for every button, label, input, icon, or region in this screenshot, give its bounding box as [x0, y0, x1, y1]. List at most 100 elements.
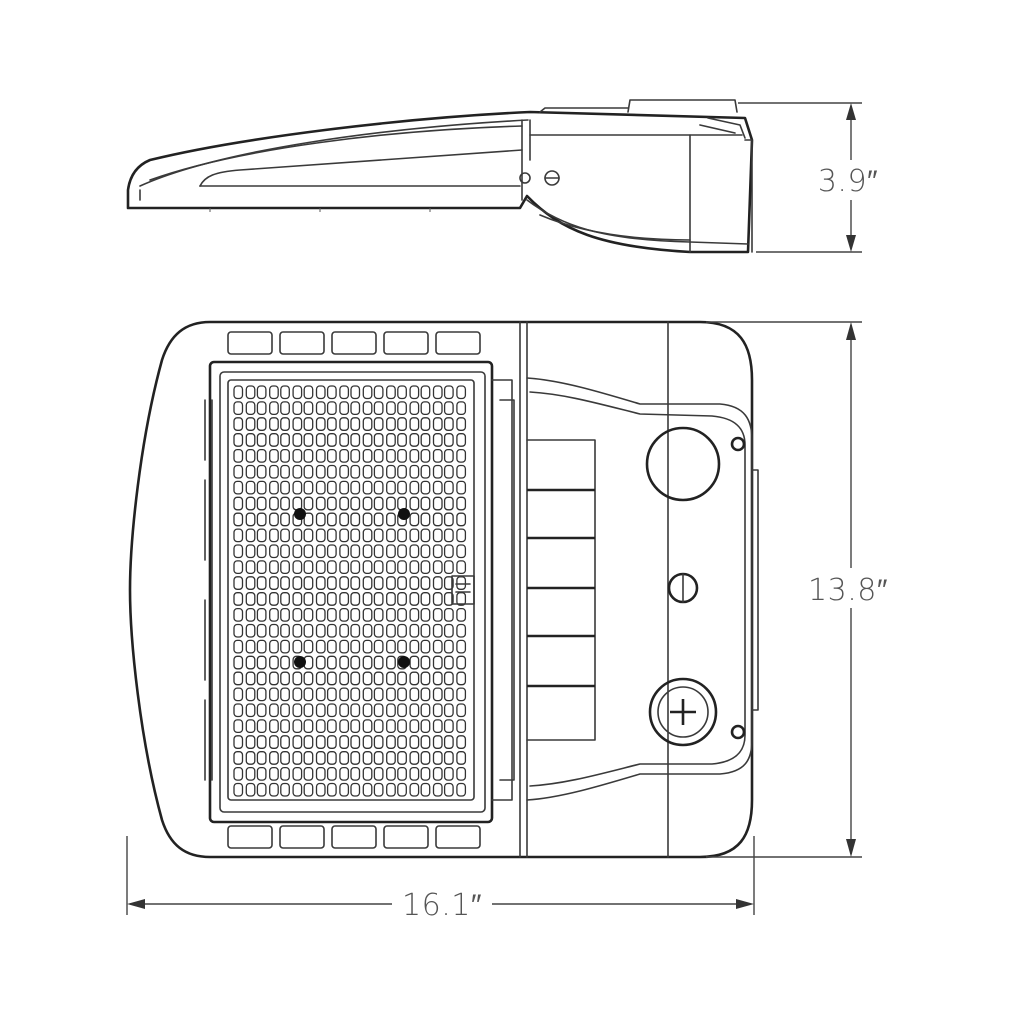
led-lens — [326, 544, 337, 559]
led-lens — [339, 607, 350, 622]
led-lens — [233, 528, 244, 543]
led-lens — [256, 464, 267, 479]
led-lens — [432, 576, 443, 590]
led-lens — [269, 703, 279, 718]
led-lens — [233, 417, 244, 431]
led-lens — [303, 639, 314, 654]
led-lens — [420, 496, 431, 511]
led-lens — [326, 385, 337, 400]
led-lens — [443, 639, 454, 654]
led-lens — [256, 719, 267, 734]
led-lens — [292, 448, 303, 463]
led-lens — [233, 719, 244, 734]
led-lens — [386, 496, 396, 511]
led-lens — [269, 623, 279, 638]
led-lens — [269, 576, 279, 590]
led-lens — [280, 671, 290, 686]
led-lens — [386, 703, 396, 718]
led-lens — [456, 512, 467, 527]
led-lens — [397, 623, 407, 638]
led-lens — [409, 528, 420, 543]
led-lens — [409, 592, 420, 606]
led-lens — [432, 544, 443, 559]
led-lens — [432, 639, 443, 654]
led-lens — [245, 433, 256, 447]
led-lens — [280, 735, 290, 749]
led-lens — [303, 417, 314, 431]
led-lens — [373, 671, 384, 686]
led-lens — [315, 766, 326, 781]
led-lens — [233, 496, 244, 511]
led-lens — [280, 687, 290, 702]
vent-slot — [435, 825, 481, 849]
led-lens — [420, 607, 431, 622]
led-lens — [443, 735, 454, 749]
led-lens — [269, 544, 279, 559]
led-lens — [432, 782, 443, 797]
led-lens — [256, 560, 267, 575]
led-lens — [315, 687, 326, 702]
led-lens — [409, 782, 420, 797]
led-lens — [373, 751, 384, 765]
led-lens — [326, 687, 337, 702]
led-lens — [397, 448, 407, 463]
led-lens — [443, 623, 454, 638]
led-lens — [315, 385, 326, 400]
led-lens — [292, 560, 303, 575]
led-lens — [233, 703, 244, 718]
led-lens — [456, 560, 467, 575]
led-lens — [326, 417, 337, 431]
led-lens — [362, 735, 373, 749]
led-lens — [456, 464, 467, 479]
led-lens — [420, 401, 431, 416]
led-lens — [386, 417, 396, 431]
led-lens — [373, 735, 384, 749]
led-lens — [233, 687, 244, 702]
led-lens — [386, 544, 396, 559]
led-lens — [386, 480, 396, 495]
led-lens — [456, 766, 467, 781]
led-lens — [315, 623, 326, 638]
led-lens — [409, 417, 420, 431]
led-lens — [386, 782, 396, 797]
led-lens — [303, 512, 314, 527]
led-lens — [256, 703, 267, 718]
led-lens — [280, 385, 290, 400]
led-lens — [326, 401, 337, 416]
led-lens — [409, 735, 420, 749]
led-lens — [443, 703, 454, 718]
led-lens — [315, 735, 326, 749]
led-lens — [326, 766, 337, 781]
led-lens — [256, 417, 267, 431]
led-lens — [256, 751, 267, 765]
vent-slot — [227, 825, 273, 849]
led-lens — [245, 719, 256, 734]
led-lens — [326, 464, 337, 479]
led-lens — [256, 448, 267, 463]
led-lens — [280, 766, 290, 781]
led-lens — [373, 433, 384, 447]
led-lens — [303, 496, 314, 511]
led-lens — [233, 401, 244, 416]
led-lens — [245, 607, 256, 622]
led-lens — [420, 751, 431, 765]
led-lens — [443, 448, 454, 463]
led-lens — [432, 385, 443, 400]
led-lens — [280, 719, 290, 734]
led-lens — [339, 480, 350, 495]
led-lens — [315, 592, 326, 606]
led-lens — [362, 751, 373, 765]
led-lens — [409, 401, 420, 416]
depth-label: 13.8″ — [808, 573, 888, 608]
led-lens — [456, 401, 467, 416]
led-lens — [432, 751, 443, 765]
led-lens — [256, 782, 267, 797]
led-lens — [397, 385, 407, 400]
led-lens — [373, 607, 384, 622]
led-lens — [456, 448, 467, 463]
led-lens — [350, 592, 361, 606]
led-lens — [315, 496, 326, 511]
led-lens — [397, 560, 407, 575]
led-lens — [292, 766, 303, 781]
led-lens — [256, 496, 267, 511]
